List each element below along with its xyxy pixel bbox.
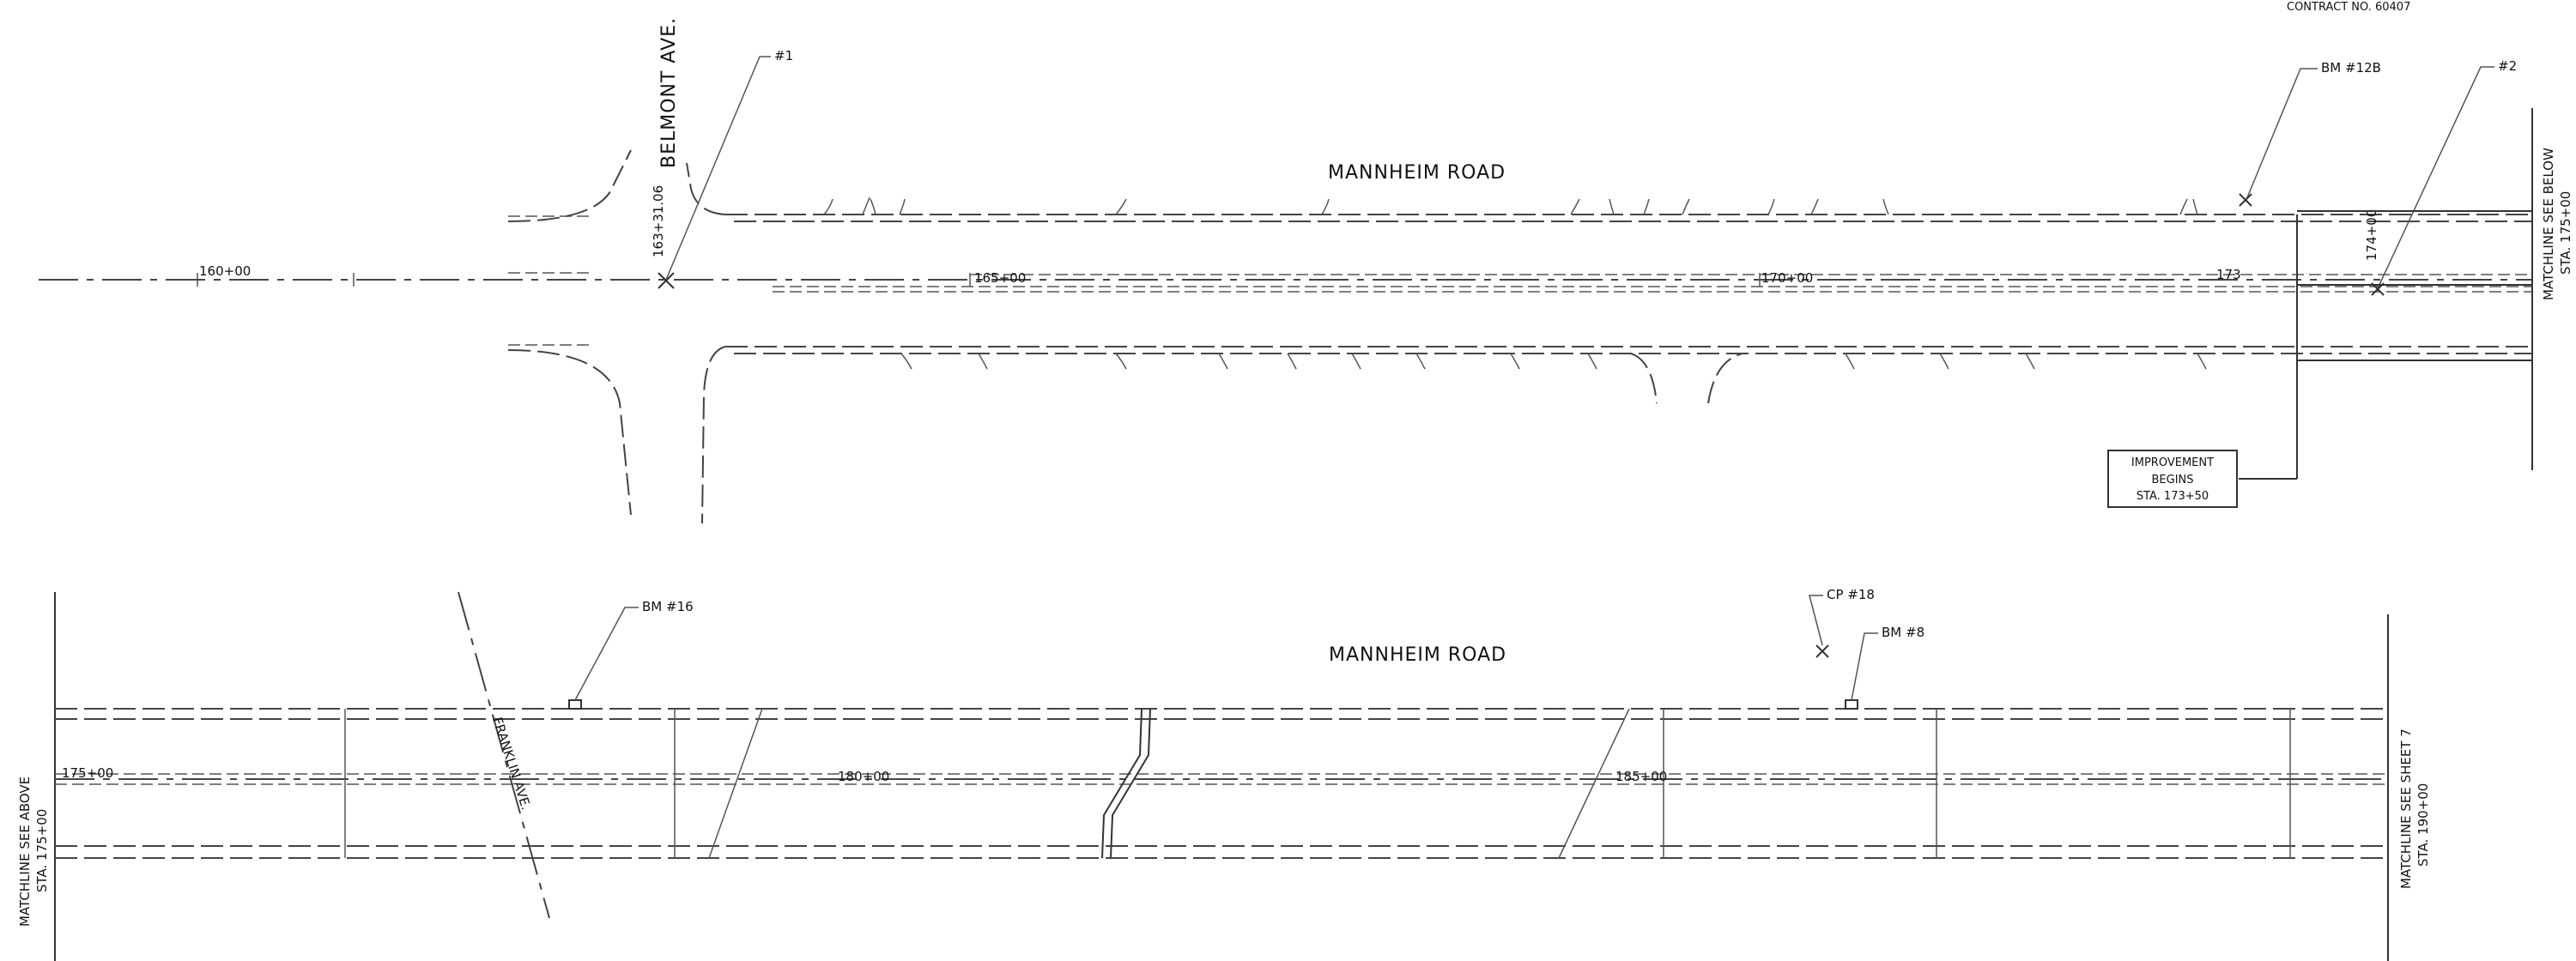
bm16-leader (574, 607, 639, 701)
bottom-railroad-crossing (1101, 708, 1151, 859)
station-160: 160+00 (199, 263, 251, 279)
callout-2-label: #2 (2498, 58, 2517, 74)
matchline-top-right-2: STA. 175+00 (2558, 191, 2573, 275)
matchline-bottom-left-2: STA. 175+00 (34, 809, 50, 892)
cp18-leader (1809, 595, 1823, 646)
bm12b-label: BM #12B (2321, 60, 2381, 76)
belmont-return-nw (507, 149, 632, 222)
belmont-return-sw (507, 349, 632, 516)
belmont-ave-label: BELMONT AVE. (658, 17, 680, 168)
belmont-return-se (701, 346, 726, 524)
belmont-return-ne (686, 162, 726, 215)
callout-1-leader (665, 56, 771, 281)
road-name-bottom: MANNHEIM ROAD (1329, 644, 1506, 666)
north-driveways (823, 196, 2198, 215)
matchline-bottom-left-1: MATCHLINE SEE ABOVE (17, 777, 33, 927)
improvement-line1: IMPROVEMENT (2131, 456, 2214, 469)
improvement-box (2107, 450, 2238, 508)
cp18-x (1815, 644, 1829, 658)
station-165: 165+00 (974, 270, 1026, 286)
top-plan: 160+00 165+00 170+00 173 174+00 BELMONT … (39, 17, 2573, 524)
callout-1-label: #1 (774, 48, 793, 63)
station-170: 170+00 (1761, 270, 1813, 286)
south-driveways (900, 353, 2207, 370)
road-name-top: MANNHEIM ROAD (1328, 162, 1506, 184)
top-station-ticks (197, 273, 1761, 287)
station-185: 185+00 (1615, 769, 1667, 784)
matchline-bottom-right-1: MATCHLINE SEE SHEET 7 (2398, 728, 2414, 889)
station-175-bottom: 175+00 (62, 765, 113, 781)
matchline-bottom-right-2: STA. 190+00 (2415, 783, 2431, 867)
belmont-station-label: 163+31.06 (651, 185, 666, 257)
callout-2-leader (2377, 66, 2494, 289)
station-173: 173 (2216, 267, 2241, 282)
south-side-street (1630, 353, 1743, 404)
improvement-line2: BEGINS (2151, 474, 2193, 487)
bm12b-leader (2245, 68, 2318, 202)
bm16-marker (568, 699, 582, 710)
matchline-top-right-1: MATCHLINE SEE BELOW (2541, 148, 2556, 300)
franklin-ave-label: FRANKLIN AVE. (489, 716, 534, 812)
bm8-leader (1851, 632, 1878, 701)
improvement-line3: STA. 173+50 (2137, 490, 2209, 503)
bottom-cross-lines (344, 709, 2291, 858)
bm8-label: BM #8 (1882, 625, 1924, 640)
bm8-marker (1845, 699, 1858, 710)
intersection-point-x (658, 272, 675, 289)
franklin-ave-centerline (458, 591, 550, 919)
bottom-plan: MATCHLINE SEE ABOVE STA. 175+00 MATCHLIN… (17, 587, 2431, 961)
bm12b-x (2239, 193, 2252, 207)
station-174: 174+00 (2364, 209, 2379, 261)
contract-number: CONTRACT NO. 60407 (2287, 1, 2410, 14)
bottom-skew-lines (708, 708, 1630, 859)
cp18-label: CP #18 (1827, 587, 1875, 602)
station-180: 180+00 (838, 769, 889, 784)
bm16-label: BM #16 (642, 599, 694, 614)
